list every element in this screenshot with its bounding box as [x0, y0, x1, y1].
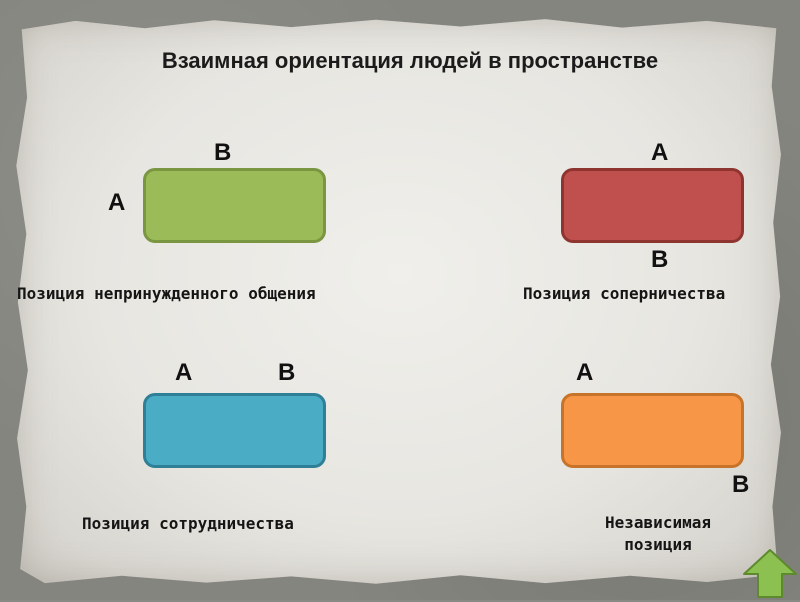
caption-independent: Независимая позиция [558, 512, 758, 556]
label-b-top-right: В [278, 359, 296, 386]
green-table [143, 168, 326, 243]
caption-competition: Позиция соперничества [523, 284, 726, 303]
label-b-bottom-right: В [732, 471, 750, 498]
label-a-top-left: А [175, 359, 193, 386]
slide-title: Взаимная ориентация людей в пространстве [161, 48, 659, 73]
caption-independent-line2: позиция [624, 535, 692, 554]
label-b-bottom: В [651, 246, 669, 273]
red-table [561, 168, 744, 243]
label-b-top: В [214, 139, 232, 166]
caption-informal: Позиция непринужденного общения [17, 284, 316, 303]
label-a-left: А [108, 189, 126, 216]
caption-independent-line1: Независимая [605, 513, 711, 532]
up-arrow-icon[interactable] [742, 548, 798, 598]
orange-table [561, 393, 744, 468]
label-a-top: А [651, 139, 669, 166]
caption-cooperation: Позиция сотрудничества [82, 514, 294, 533]
paper-sheet [16, 19, 781, 584]
label-a-top-left: А [576, 359, 594, 386]
up-arrow-icon-graphic [743, 549, 797, 598]
blue-table [143, 393, 326, 468]
